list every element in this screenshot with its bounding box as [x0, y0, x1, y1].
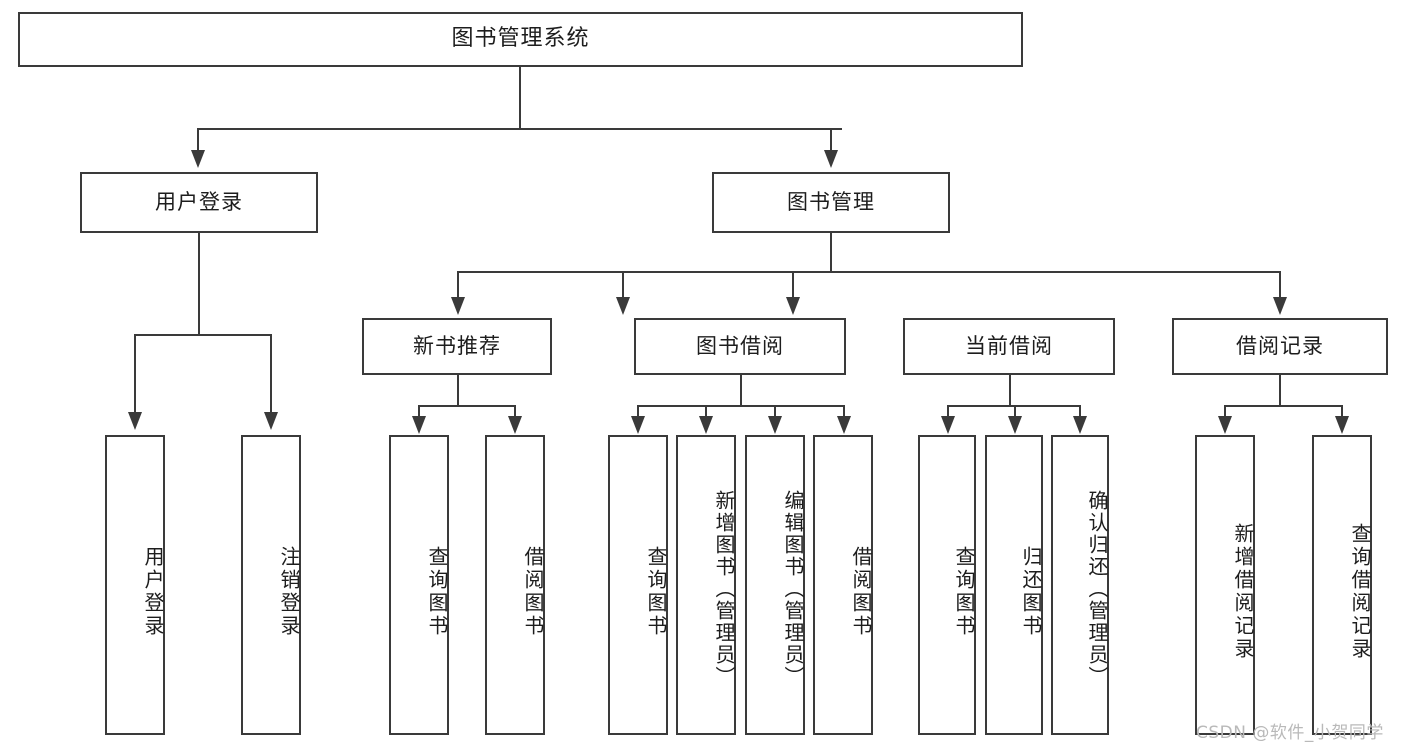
arrow-down-icon	[1073, 416, 1087, 434]
leaf-book-borrow-edit[interactable]: 编辑图书（管理员）	[745, 435, 805, 735]
leaf-new-book-query[interactable]: 查询图书	[389, 435, 449, 735]
arrow-down-icon	[631, 416, 645, 434]
arrow-down-icon	[824, 150, 838, 168]
node-label: 注销登录	[277, 546, 301, 638]
edge-borrow-record-left	[1224, 405, 1226, 421]
edge-user-login-left	[134, 334, 136, 418]
leaf-logout[interactable]: 注销登录	[241, 435, 301, 735]
node-label: 图书管理系统	[451, 26, 590, 52]
edge-current-borrow-c1	[947, 405, 949, 421]
leaf-user-login[interactable]: 用户登录	[105, 435, 165, 735]
node-label: 查询图书	[425, 546, 449, 638]
arrow-down-icon	[412, 416, 426, 434]
edge-book-borrow-c4	[843, 405, 845, 421]
edge-new-book-stem	[457, 375, 459, 406]
edge-to-book-borrow	[622, 271, 624, 301]
edge-book-management-bus	[457, 271, 1279, 273]
arrow-down-icon	[451, 297, 465, 315]
edge-book-borrow-bus	[637, 405, 845, 407]
arrow-down-icon	[941, 416, 955, 434]
edge-current-borrow-c3	[1079, 405, 1081, 421]
edge-user-login-bus	[134, 334, 272, 336]
node-label: 借阅图书	[849, 546, 873, 638]
node-new-book-recommend[interactable]: 新书推荐	[362, 318, 552, 375]
arrow-down-icon	[616, 297, 630, 315]
arrow-down-icon	[1273, 297, 1287, 315]
edge-current-borrow-bus	[947, 405, 1080, 407]
node-label: 图书借阅	[696, 333, 784, 358]
edge-borrow-record-right	[1341, 405, 1343, 421]
node-label: 归还图书	[1019, 546, 1043, 638]
edge-root-stem	[519, 67, 521, 129]
edge-user-login-right	[270, 334, 272, 418]
edge-root-bus	[197, 128, 842, 130]
node-label: 新书推荐	[413, 333, 501, 358]
arrow-down-icon	[1335, 416, 1349, 434]
leaf-borrow-record-add[interactable]: 新增借阅记录	[1195, 435, 1255, 735]
leaf-current-borrow-query[interactable]: 查询图书	[918, 435, 976, 735]
arrow-down-icon	[786, 297, 800, 315]
leaf-borrow-record-query[interactable]: 查询借阅记录	[1312, 435, 1372, 735]
edge-borrow-record-stem	[1279, 375, 1281, 406]
edge-borrow-record-bus	[1224, 405, 1342, 407]
arrow-down-icon	[699, 416, 713, 434]
edge-book-borrow-c1	[637, 405, 639, 421]
leaf-book-borrow-query[interactable]: 查询图书	[608, 435, 668, 735]
leaf-book-borrow-add[interactable]: 新增图书（管理员）	[676, 435, 736, 735]
leaf-current-borrow-confirm-return[interactable]: 确认归还（管理员）	[1051, 435, 1109, 735]
node-label: 编辑图书（管理员）	[781, 490, 805, 688]
edge-book-borrow-stem	[740, 375, 742, 406]
node-label: 用户登录	[155, 189, 243, 214]
watermark-text: CSDN @软件_小贺同学	[1196, 723, 1384, 743]
arrow-down-icon	[264, 412, 278, 430]
node-current-borrow[interactable]: 当前借阅	[903, 318, 1115, 375]
node-label: 借阅图书	[521, 546, 545, 638]
arrow-down-icon	[1008, 416, 1022, 434]
edge-user-login-stem	[198, 233, 200, 335]
node-label: 当前借阅	[965, 333, 1053, 358]
node-book-borrow[interactable]: 图书借阅	[634, 318, 846, 375]
arrow-down-icon	[128, 412, 142, 430]
edge-current-borrow-c2	[1014, 405, 1016, 421]
node-label: 查询图书	[952, 546, 976, 638]
edge-to-current-borrow	[792, 271, 794, 301]
arrow-down-icon	[191, 150, 205, 168]
node-label: 借阅记录	[1236, 333, 1324, 358]
edge-current-borrow-stem	[1009, 375, 1011, 406]
node-book-management[interactable]: 图书管理	[712, 172, 950, 233]
leaf-new-book-borrow[interactable]: 借阅图书	[485, 435, 545, 735]
node-label: 用户登录	[141, 546, 165, 638]
arrow-down-icon	[768, 416, 782, 434]
arrow-down-icon	[508, 416, 522, 434]
edge-to-book-management	[830, 128, 832, 156]
arrow-down-icon	[1218, 416, 1232, 434]
node-label: 查询借阅记录	[1348, 523, 1372, 661]
edge-to-borrow-record	[1279, 271, 1281, 301]
node-label: 新增图书（管理员）	[712, 490, 736, 688]
edge-new-book-bus	[418, 405, 516, 407]
edge-to-user-login	[197, 128, 199, 156]
node-label: 查询图书	[644, 546, 668, 638]
edge-new-book-left	[418, 405, 420, 421]
edge-book-borrow-c2	[705, 405, 707, 421]
edge-to-new-book	[457, 271, 459, 301]
node-label: 图书管理	[787, 189, 875, 214]
node-label: 新增借阅记录	[1231, 523, 1255, 661]
edge-book-borrow-c3	[774, 405, 776, 421]
leaf-book-borrow-borrow[interactable]: 借阅图书	[813, 435, 873, 735]
node-borrow-record[interactable]: 借阅记录	[1172, 318, 1388, 375]
arrow-down-icon	[837, 416, 851, 434]
node-user-login[interactable]: 用户登录	[80, 172, 318, 233]
edge-book-management-stem	[830, 233, 832, 272]
edge-new-book-right	[514, 405, 516, 421]
node-label: 确认归还（管理员）	[1085, 490, 1109, 688]
node-root-book-management-system[interactable]: 图书管理系统	[18, 12, 1023, 67]
leaf-current-borrow-return[interactable]: 归还图书	[985, 435, 1043, 735]
